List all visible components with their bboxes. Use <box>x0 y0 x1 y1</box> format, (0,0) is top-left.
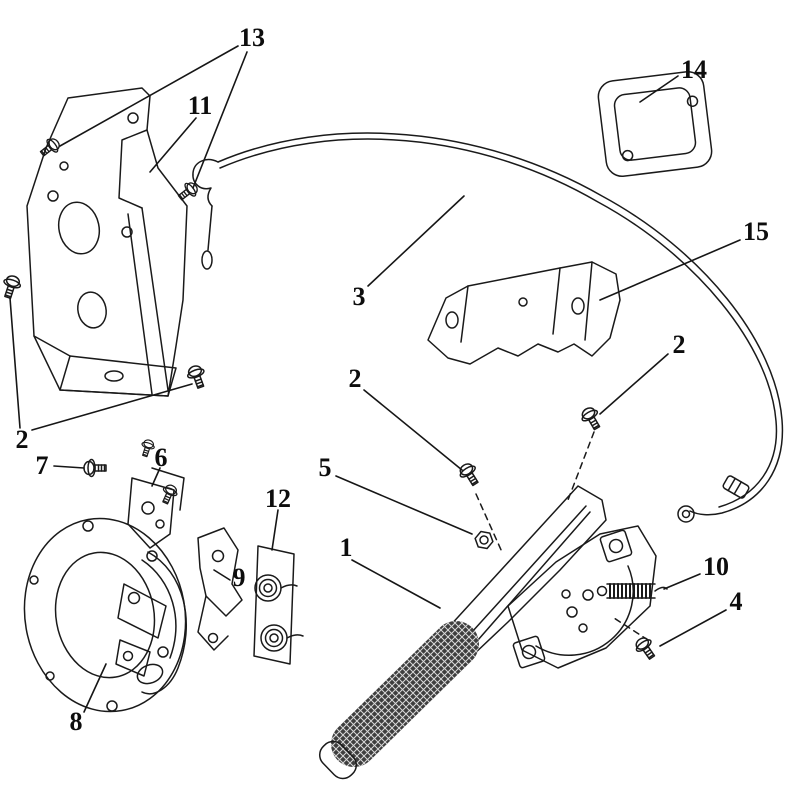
callout-2-left: 2 <box>15 425 29 454</box>
callout-12: 12 <box>265 484 291 513</box>
strut-and-bolts-drawing <box>83 437 185 549</box>
leader-line-2-left <box>31 383 193 431</box>
leader-line-11 <box>149 117 197 173</box>
leader-line-3 <box>367 195 465 287</box>
screw-13a-drawing <box>36 134 64 161</box>
callout-14: 14 <box>681 55 707 84</box>
support-bracket-drawing <box>427 261 621 365</box>
leader-line-9 <box>213 569 231 581</box>
callout-4: 4 <box>729 587 743 616</box>
leader-line-7 <box>53 465 85 469</box>
brake-backing-plate-drawing <box>23 517 187 713</box>
pad-plate-drawing <box>597 70 713 178</box>
callout-2-right: 2 <box>672 330 686 359</box>
callout-11: 11 <box>187 91 213 120</box>
leader-line-5 <box>335 475 473 535</box>
leader-line-14 <box>639 75 679 103</box>
leader-line-6 <box>151 467 161 487</box>
callout-5: 5 <box>318 453 332 482</box>
alignment-dash-lines <box>475 431 649 641</box>
mounting-bracket-drawing <box>26 87 188 397</box>
return-springs-drawing <box>253 545 304 665</box>
nut-5-drawing <box>473 530 495 550</box>
leader-line-15 <box>599 239 741 301</box>
callout-2-mid: 2 <box>348 364 362 393</box>
callout-6: 6 <box>154 443 168 472</box>
hand-brake-lever-drawing <box>318 485 657 780</box>
brake-cable-drawing <box>192 132 784 523</box>
actuating-lever-drawing <box>197 527 243 651</box>
callout-1: 1 <box>339 533 353 562</box>
callout-7: 7 <box>35 451 49 480</box>
callout-leader-lines <box>9 45 741 713</box>
callout-13: 13 <box>239 23 265 52</box>
bolt-2-center-drawing <box>455 459 484 490</box>
leader-line-8 <box>83 663 107 713</box>
bolt-2-left-drawing <box>0 273 24 301</box>
callout-10: 10 <box>703 552 729 581</box>
leader-line-10 <box>663 573 701 590</box>
screw-13b-drawing <box>174 178 202 205</box>
callout-3: 3 <box>352 282 366 311</box>
leader-line-2-mid <box>363 389 463 471</box>
lever-grip <box>331 621 479 767</box>
leader-line-1 <box>351 559 441 609</box>
leader-line-13 <box>59 45 239 147</box>
callout-15: 15 <box>743 217 769 246</box>
bolt-2-right-drawing <box>577 404 606 434</box>
bolt-2-bracket-drawing <box>184 362 210 391</box>
leader-line-2-right <box>599 353 669 415</box>
leader-line-2-left <box>9 297 21 429</box>
leader-line-12 <box>271 509 279 551</box>
callout-9: 9 <box>232 563 246 592</box>
tension-spring-drawing <box>596 583 668 599</box>
callout-8: 8 <box>69 707 83 736</box>
leader-line-4 <box>659 609 727 647</box>
brake-shoe-mechanism-drawing <box>115 551 187 695</box>
leader-line-13 <box>192 51 248 189</box>
